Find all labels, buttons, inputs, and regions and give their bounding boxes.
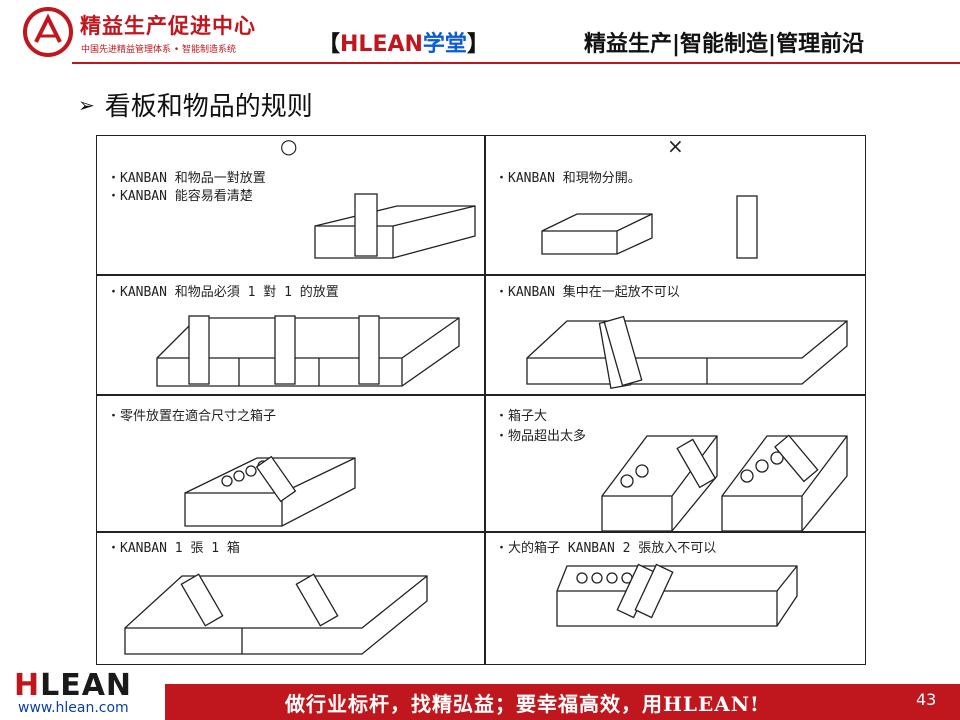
header-right-text: 精益生产|智能制造|管理前沿 [584, 32, 865, 57]
header: 精益生产促进中心 中国先进精益管理体系 • 智能制造系统 【HLEAN学堂】 精… [0, 0, 960, 70]
rule-text-bad-4a: ・大的箱子 KANBAN 2 張放入不可以 [495, 541, 717, 556]
parts-box-drawing [184, 455, 356, 527]
kanban-illustrations [124, 193, 848, 655]
footer-logo: HLEAN [14, 668, 132, 703]
boxes-with-grouped-cards-drawing [526, 315, 848, 389]
rule-text-good-2a: ・KANBAN 和物品必須 1 對 1 的放置 [107, 285, 339, 300]
slide-title-row: ➢ 看板和物品的规则 [78, 86, 313, 123]
row-divider [97, 531, 865, 533]
footer-url: www.hlean.com [18, 700, 129, 716]
brand-xuetang: 学堂 [422, 32, 467, 57]
rule-text-bad-3a: ・箱子大 [495, 409, 548, 424]
bad-mark: × [667, 134, 684, 158]
header-divider [72, 62, 960, 64]
box-with-card-drawing [314, 193, 476, 259]
large-box-two-cards-drawing [556, 563, 798, 627]
rule-text-good-3a: ・零件放置在適合尺寸之箱子 [107, 409, 277, 424]
good-mark: ○ [280, 134, 298, 158]
logo-icon [23, 7, 73, 57]
rule-text-good-1b: ・KANBAN 能容易看清楚 [107, 189, 253, 204]
two-boxes-one-card-each-drawing [124, 573, 428, 655]
logo-title: 精益生产促进中心 [80, 14, 256, 38]
brand-bracket-close: 】 [466, 32, 489, 57]
logo-subtitle: 中国先进精益管理体系 • 智能制造系统 [81, 45, 237, 55]
footer-bar [165, 684, 960, 720]
slide-title: 看板和物品的规则 [104, 92, 313, 122]
brand-tag: 【HLEAN学堂】 [318, 26, 489, 58]
brand-hlean: HLEAN [340, 32, 423, 57]
column-divider [484, 136, 486, 664]
page-number: 43 [916, 690, 937, 709]
footer-slogan: 做行业标杆，找精弘益；要幸福高效，用HLEAN! [285, 692, 760, 716]
footer-logo-h: H [14, 668, 41, 703]
footer-logo-rest: LEAN [40, 668, 133, 703]
arrow-right-icon: ➢ [78, 92, 95, 117]
brand-bracket-open: 【 [318, 32, 341, 57]
rule-text-good-4a: ・KANBAN 1 張 1 箱 [107, 541, 240, 556]
kanban-rules-figure: ○ × ・KANBAN 和物品一對放置 ・KANBAN 能容易看清楚 ・KANB… [96, 134, 866, 665]
oversized-boxes-drawing [601, 434, 848, 532]
separate-box-drawing [541, 195, 758, 259]
rule-text-good-1a: ・KANBAN 和物品一對放置 [107, 171, 266, 186]
rule-text-bad-3b: ・物品超出太多 [495, 429, 587, 444]
row-divider [97, 394, 865, 396]
rule-text-bad-1a: ・KANBAN 和現物分開。 [495, 171, 641, 186]
three-boxes-with-cards-drawing [156, 315, 460, 387]
row-divider [97, 274, 865, 276]
rule-text-bad-2a: ・KANBAN 集中在一起放不可以 [495, 285, 680, 300]
